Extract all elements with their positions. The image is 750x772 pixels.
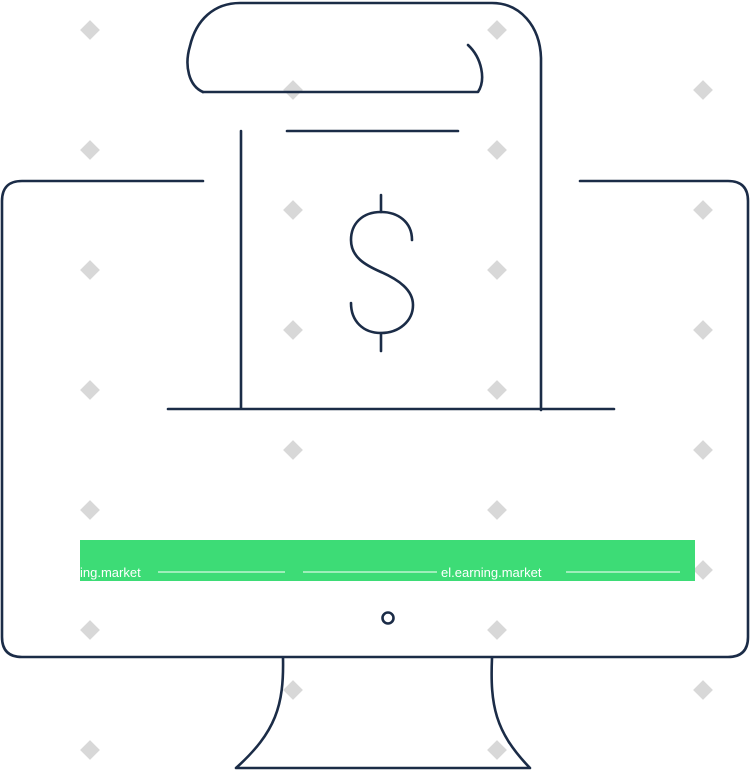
watermark-diamond xyxy=(693,200,713,220)
dollar-sign-icon xyxy=(349,193,415,353)
invoice-document-icon xyxy=(166,1,616,412)
watermark-diamond xyxy=(693,560,713,580)
watermark-diamond xyxy=(80,260,100,280)
document-scroll-top xyxy=(186,1,543,412)
power-button-icon xyxy=(381,611,395,625)
watermark-diamond xyxy=(80,500,100,520)
watermark-diamond xyxy=(693,320,713,340)
watermark-text-left: ing.market xyxy=(80,565,141,580)
watermark-diamond-grid xyxy=(80,20,713,760)
watermark-diamond xyxy=(80,20,100,40)
watermark-diamond xyxy=(487,500,507,520)
watermark-diamond xyxy=(283,200,303,220)
accent-bar xyxy=(80,540,695,581)
watermark-diamond xyxy=(693,680,713,700)
watermark-diamond xyxy=(487,740,507,760)
watermark-diamond xyxy=(487,140,507,160)
watermark-diamond xyxy=(283,80,303,100)
watermark-diamond xyxy=(487,380,507,400)
watermark-diamond xyxy=(693,80,713,100)
monitor-stand xyxy=(234,656,532,770)
watermark-text-right: el.earning.market xyxy=(441,565,542,580)
monitor-icon xyxy=(0,179,750,770)
watermark-diamond xyxy=(487,20,507,40)
watermark-diamond xyxy=(80,380,100,400)
watermark-diamond xyxy=(80,740,100,760)
watermark-diamond xyxy=(283,320,303,340)
watermark-diamond xyxy=(693,440,713,460)
watermark-diamond xyxy=(80,620,100,640)
watermark-diamond xyxy=(283,440,303,460)
watermark-diamond xyxy=(487,260,507,280)
watermark-diamond xyxy=(487,620,507,640)
monitor-frame xyxy=(0,179,750,659)
watermark-diamond xyxy=(80,140,100,160)
document-scroll-curl xyxy=(201,43,484,94)
watermark-diamond xyxy=(283,680,303,700)
watermark-strip: ing.market el.earning.market xyxy=(80,565,680,580)
